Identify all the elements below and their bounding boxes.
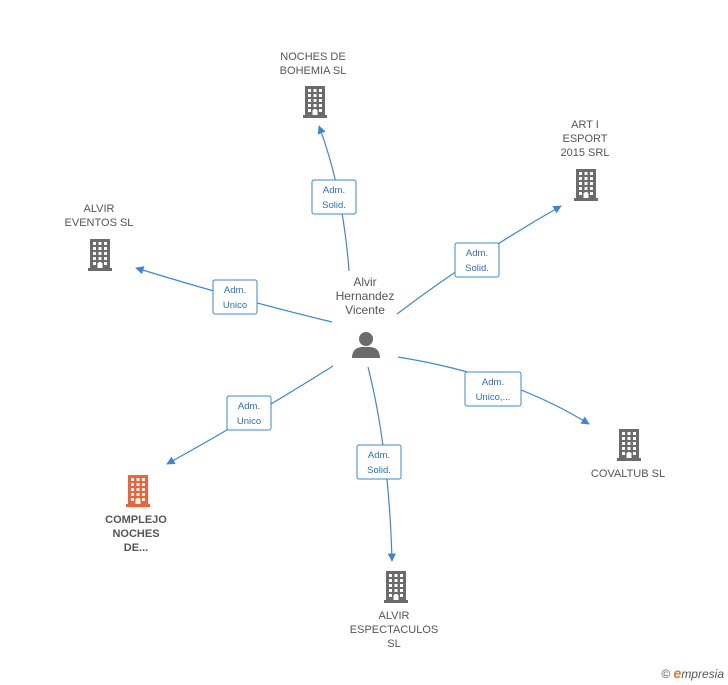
role-text-line: Unico [237, 416, 261, 427]
role-badge-noches-bohemia[interactable]: Adm. Solid. [311, 179, 357, 215]
company-node-alvir-eventos[interactable]: ALVIR EVENTOS SL [65, 203, 134, 271]
role-text-line: Unico [223, 300, 247, 311]
roles-layer: Adm.Solid.Adm.Solid.Adm.UnicoAdm.Unico,.… [212, 179, 522, 480]
company-label-line: ALVIR [379, 610, 410, 622]
nodes-layer: NOCHES DE BOHEMIA SL ART I ESPORT 2015 SRL AL… [65, 51, 666, 650]
person-icon [352, 332, 380, 358]
company-label-line: BOHEMIA SL [280, 65, 347, 77]
building-icon [303, 86, 327, 118]
role-text-line: Adm. [466, 248, 488, 259]
company-label-line: SL [387, 638, 400, 650]
copyright-icon: © [661, 667, 671, 681]
role-text-line: Solid. [465, 263, 489, 274]
building-icon [88, 239, 112, 271]
role-badge-alvir-espectaculos[interactable]: Adm. Solid. [356, 444, 402, 480]
role-badge-art-esport[interactable]: Adm. Solid. [454, 242, 500, 278]
building-icon [617, 429, 641, 461]
person-name-line: Alvir [353, 275, 376, 289]
company-label-line: ART I [571, 119, 599, 131]
role-text-line: Adm. [482, 377, 504, 388]
company-label-line: EVENTOS SL [65, 217, 134, 229]
role-text-line: Adm. [323, 185, 345, 196]
role-text-line: Unico,... [476, 392, 511, 403]
person-name-line: Vicente [345, 303, 385, 317]
company-node-art-esport[interactable]: ART I ESPORT 2015 SRL [561, 119, 610, 201]
company-node-covaltub[interactable]: COVALTUB SL [591, 429, 665, 480]
company-label-line: ESPECTACULOS [350, 624, 438, 636]
company-label-line: NOCHES DE [280, 51, 345, 63]
role-text-line: Adm. [368, 450, 390, 461]
company-label-line: COMPLEJO [105, 514, 167, 526]
company-label-line: NOCHES [112, 528, 159, 540]
company-node-noches-bohemia[interactable]: NOCHES DE BOHEMIA SL [280, 51, 347, 118]
role-badge-alvir-eventos[interactable]: Adm. Unico [212, 279, 258, 315]
building-icon [574, 169, 598, 201]
brand-logo-letter: e [673, 665, 682, 681]
role-badge-complejo-noches[interactable]: Adm. Unico [226, 395, 272, 431]
company-label-line: COVALTUB SL [591, 468, 665, 480]
role-text-line: Adm. [224, 285, 246, 296]
building-icon [384, 571, 408, 603]
company-label-line: ESPORT [562, 133, 607, 145]
company-label-line: ALVIR [84, 203, 115, 215]
building-icon [126, 475, 150, 507]
footer-brand: © empresia [661, 665, 724, 681]
role-text-line: Solid. [322, 200, 346, 211]
brand-logo-text: mpresia [681, 667, 724, 681]
company-node-complejo-noches[interactable]: COMPLEJO NOCHES DE... [105, 475, 167, 554]
company-node-alvir-espectaculos[interactable]: ALVIR ESPECTACULOS SL [350, 571, 438, 650]
company-label-line: DE... [124, 542, 148, 554]
role-badge-covaltub[interactable]: Adm. Unico,... [464, 371, 522, 407]
role-text-line: Adm. [238, 401, 260, 412]
person-name-line: Hernandez [336, 289, 395, 303]
company-label-line: 2015 SRL [561, 147, 610, 159]
role-text-line: Solid. [367, 465, 391, 476]
